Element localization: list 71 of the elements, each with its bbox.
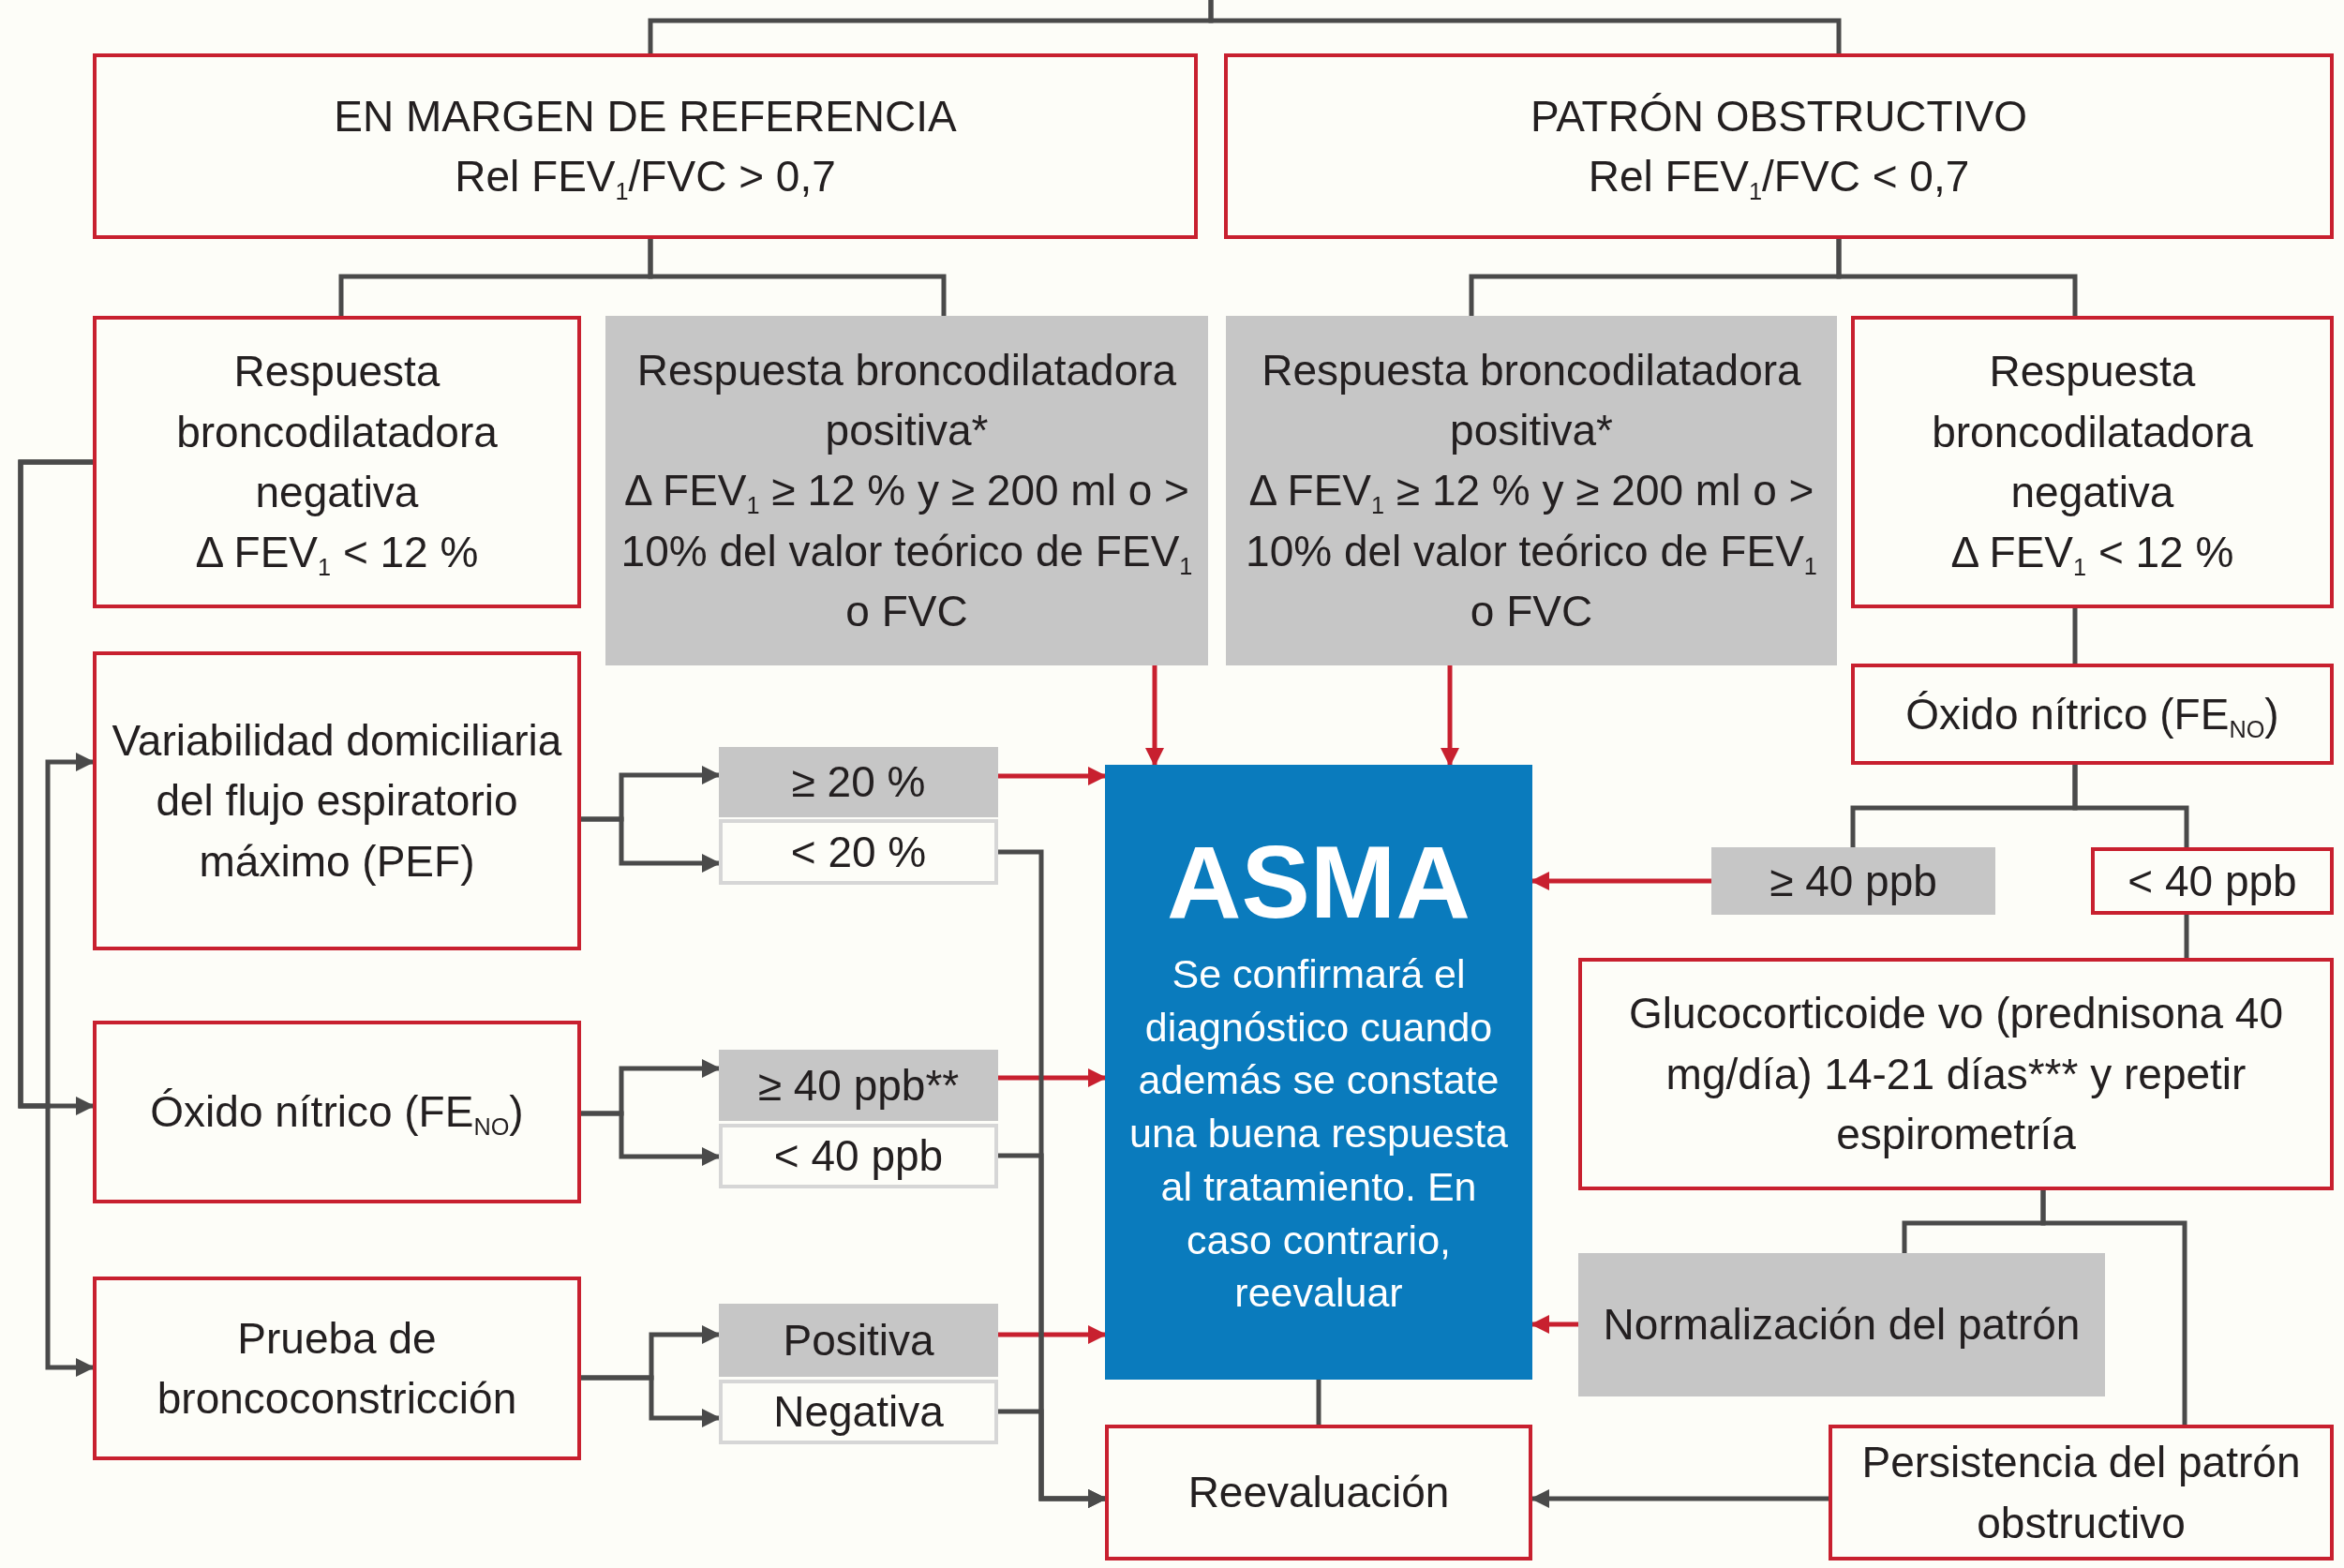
box-text: Respuesta broncodilatadora negativa xyxy=(175,346,499,518)
result-box xyxy=(719,819,998,885)
connector-line xyxy=(2184,915,2189,958)
result-box xyxy=(1226,316,1837,665)
box-text: ≥ 40 ppb** xyxy=(757,1059,960,1112)
process-box xyxy=(93,53,1198,239)
box-text: < 40 ppb xyxy=(773,1130,944,1183)
box-text: Reevaluación xyxy=(1187,1467,1450,1519)
connector-line xyxy=(648,239,947,316)
box-text: Rel FEV$_{1}$/FVC < 0,7 xyxy=(1588,151,1970,206)
arrow xyxy=(998,1068,1107,1087)
result-box xyxy=(719,1050,998,1121)
process-box xyxy=(93,1277,581,1460)
arrow xyxy=(581,1111,721,1166)
box-text: Glucocorticoide vo (prednisona 40 mg/día) 14-21 días*** y repetir espirometría xyxy=(1627,988,2285,1161)
result-box xyxy=(719,1304,998,1377)
arrow xyxy=(581,816,721,873)
process-box xyxy=(93,651,581,950)
box-text: < 20 % xyxy=(790,826,927,878)
connector-line xyxy=(2072,765,2189,847)
box-text: Negativa xyxy=(773,1386,944,1439)
result-box xyxy=(605,316,1208,665)
process-box xyxy=(1829,1425,2334,1561)
box-text: Δ FEV$_{1}$ ≥ 12 % y ≥ 200 ml o > 10% del valor teórico de FEV$_{1}$ o FVC xyxy=(620,465,1194,638)
heading: ASMA xyxy=(1167,824,1471,938)
box-text: Normalización del patrón xyxy=(1603,1299,2081,1351)
box-text: Δ FEV$_{1}$ < 12 % xyxy=(195,527,479,583)
box-text: Rel FEV$_{1}$/FVC > 0,7 xyxy=(455,151,836,206)
process-box xyxy=(1851,316,2334,608)
box-text: Respuesta broncodilatadora positiva* xyxy=(635,344,1178,456)
process-box xyxy=(2091,847,2334,915)
box-text: ≥ 40 ppb xyxy=(1769,855,1937,907)
box-text: Variabilidad domiciliaria del flujo espiratorio máximo (PEF) xyxy=(111,714,563,888)
diagnosis-box xyxy=(1105,765,1532,1380)
result-box xyxy=(1578,1253,2105,1396)
result-box xyxy=(719,747,998,817)
box-text: Óxido nítrico (FE$_{NO}$) xyxy=(150,1086,524,1142)
process-box xyxy=(93,1021,581,1203)
arrow xyxy=(18,459,95,1377)
box-text: Se confirmará el diagnóstico cuando además se constate una buena respuesta al tratamiento. En caso contrario, reevaluar xyxy=(1127,949,1510,1318)
process-box xyxy=(1578,958,2334,1190)
result-box xyxy=(1711,847,1995,915)
box-text: Óxido nítrico (FE$_{NO}$) xyxy=(1905,688,2279,744)
connector-line xyxy=(1316,1380,1321,1425)
process-box xyxy=(93,316,581,608)
box-text: EN MARGEN DE REFERENCIA xyxy=(334,90,957,142)
box-text: Δ FEV$_{1}$ < 12 % xyxy=(1950,527,2234,583)
process-box xyxy=(1224,53,2334,239)
box-text: Persistencia del patrón obstructivo xyxy=(1860,1437,2302,1549)
connector-line xyxy=(1836,239,2078,316)
process-box xyxy=(1851,664,2334,765)
result-box xyxy=(719,1124,998,1188)
box-text: Respuesta broncodilatadora positiva* xyxy=(1261,344,1802,456)
box-text: Respuesta broncodilatadora negativa xyxy=(1931,346,2254,518)
arrow xyxy=(998,1409,1107,1508)
process-box xyxy=(1105,1425,1532,1561)
box-text: Positiva xyxy=(783,1314,934,1366)
box-text: ≥ 20 % xyxy=(791,756,926,809)
arrow xyxy=(998,1325,1107,1344)
box-text: Δ FEV$_{1}$ ≥ 12 % y ≥ 200 ml o > 10% del valor teórico de FEV$_{1}$ o FVC xyxy=(1245,465,1818,638)
box-text: Prueba de broncoconstricción xyxy=(156,1312,518,1425)
connector-line xyxy=(2040,1190,2187,1425)
result-box xyxy=(719,1380,998,1444)
connector-line xyxy=(2072,608,2078,664)
connector-line xyxy=(1208,0,1842,53)
arrow xyxy=(1441,665,1459,767)
arrow xyxy=(1145,665,1164,767)
box-text: PATRÓN OBSTRUCTIVO xyxy=(1530,90,2027,142)
arrow xyxy=(998,767,1107,785)
arrow xyxy=(581,1375,721,1427)
box-text: < 40 ppb xyxy=(2128,855,2297,907)
